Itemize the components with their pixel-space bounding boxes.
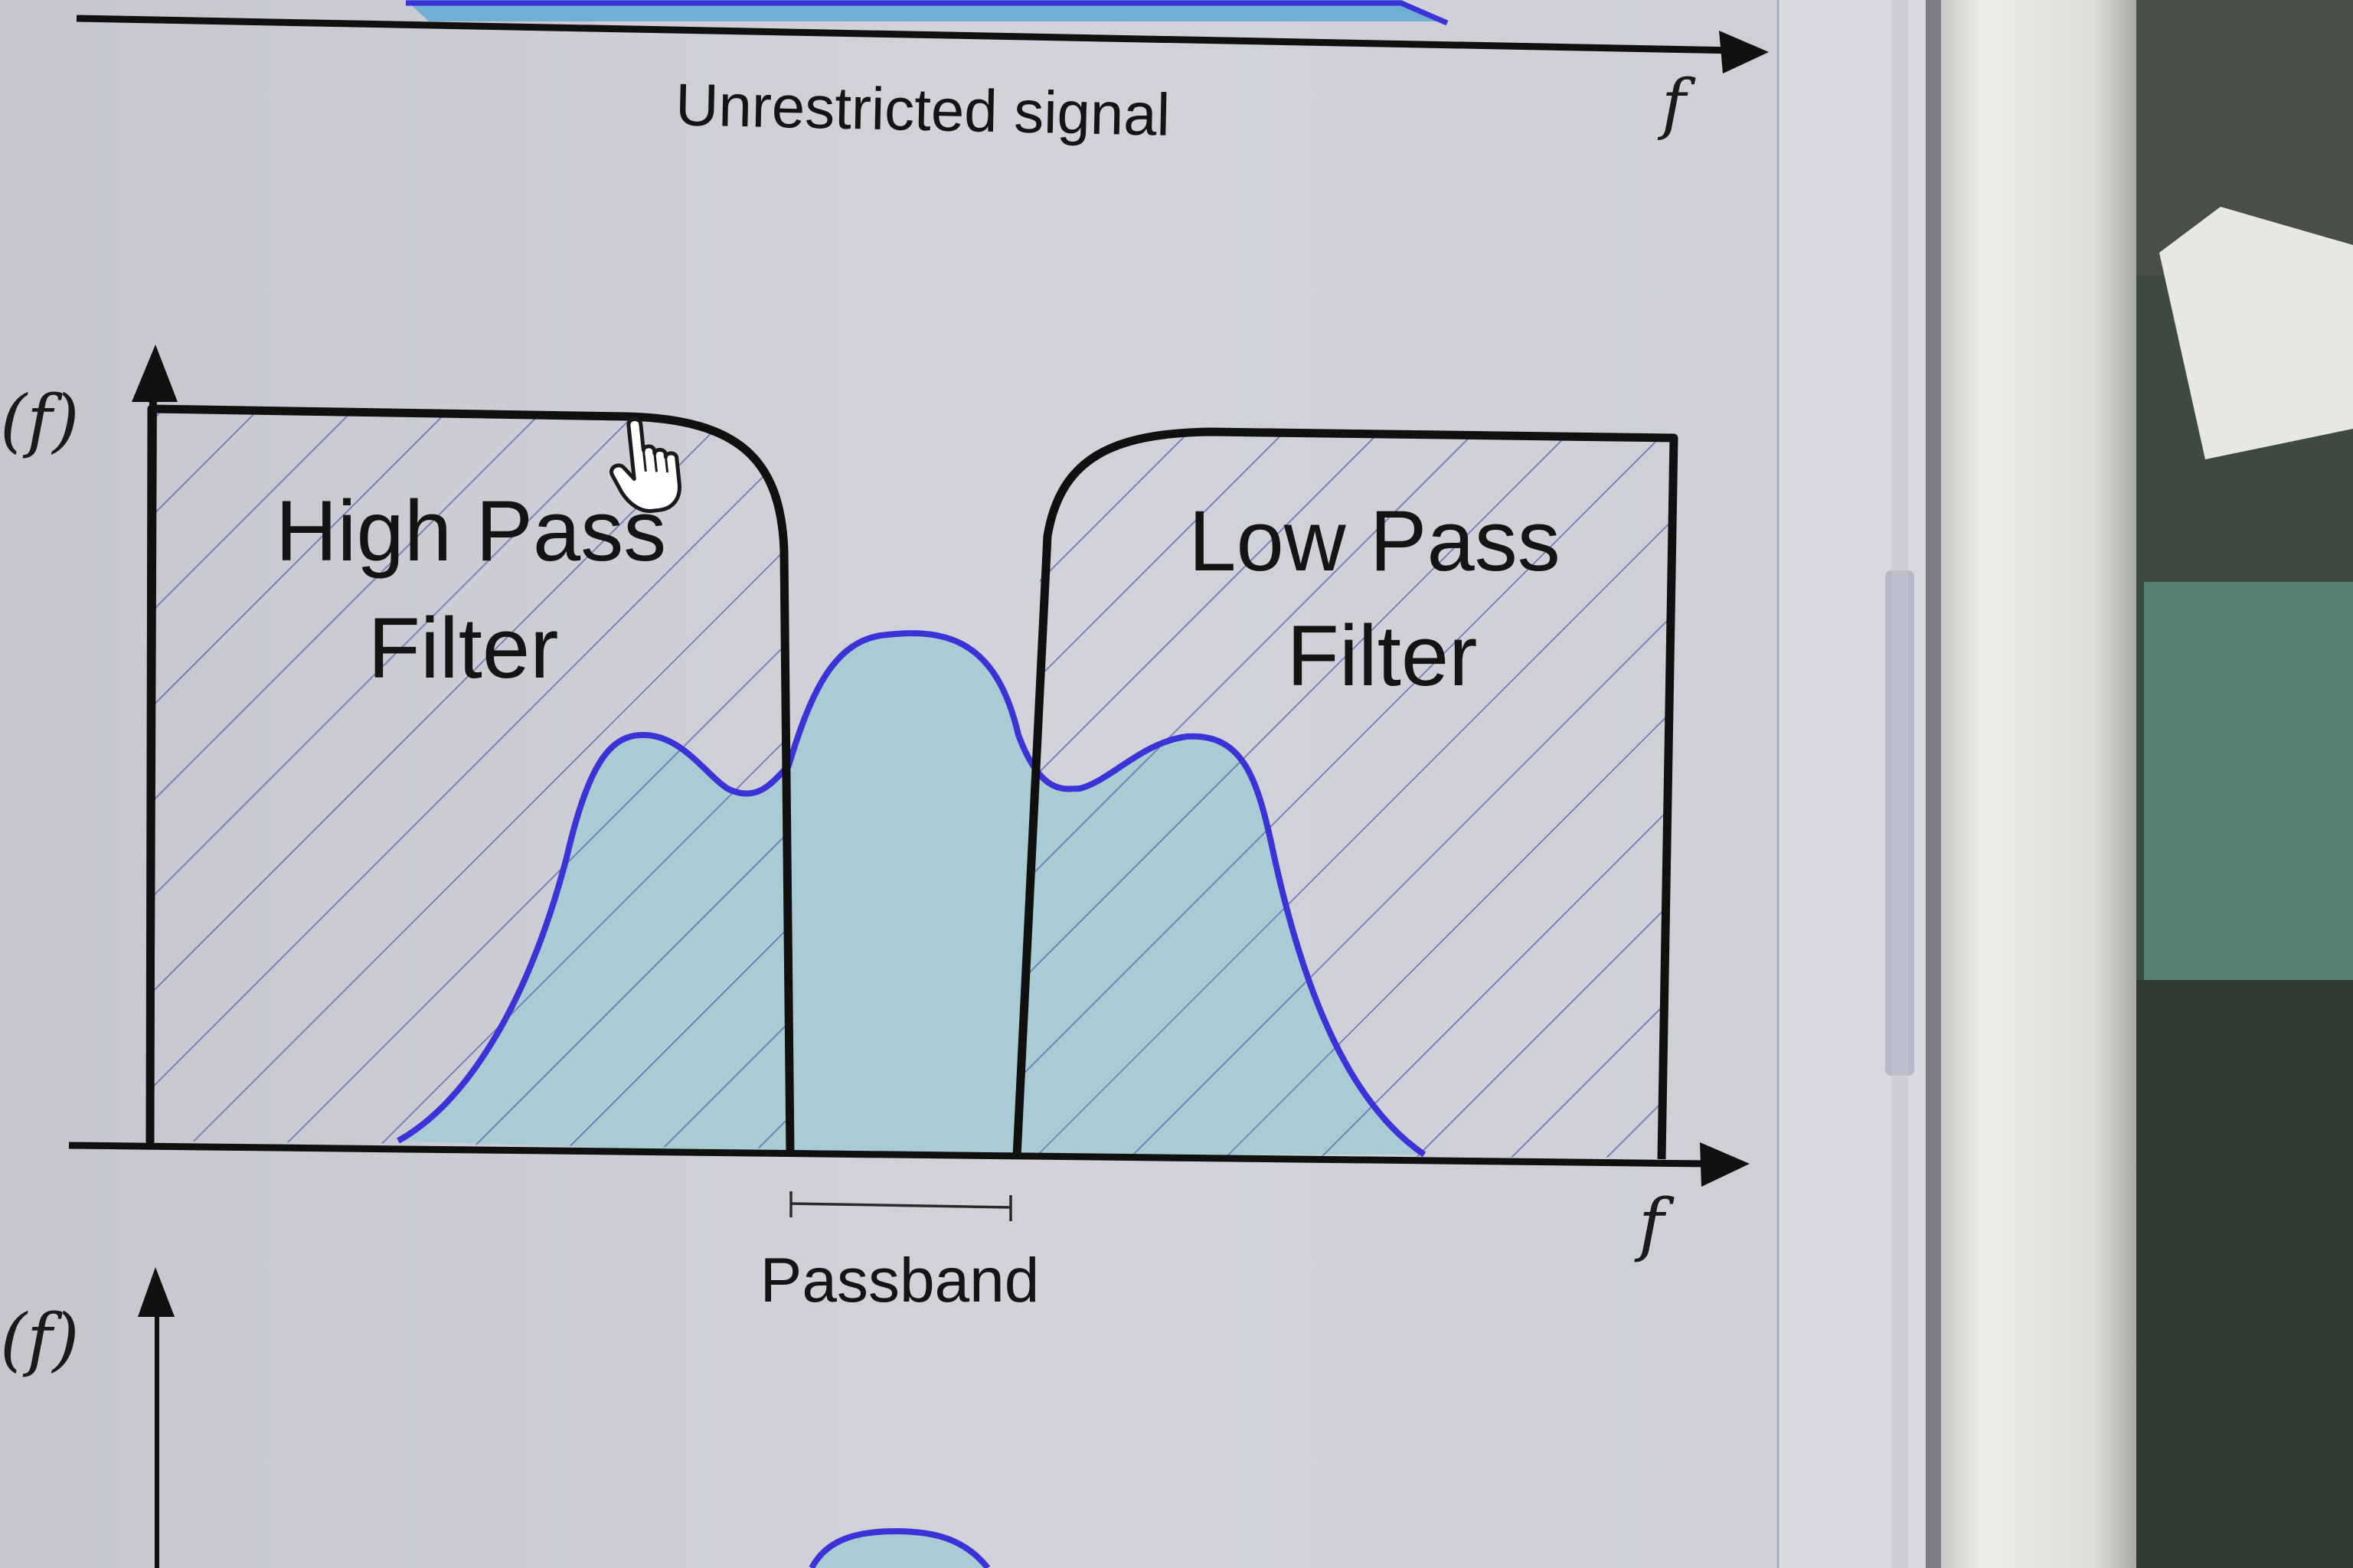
bezel-inner-edge xyxy=(1926,0,1941,1568)
high-pass-label-line2: Filter xyxy=(368,600,559,696)
low-pass-label-line2: Filter xyxy=(1287,608,1478,704)
hand-pointer-icon xyxy=(609,417,681,513)
top-panel: f Unrestricted signal xyxy=(76,0,1769,149)
bottom-y-label: (f) xyxy=(0,1299,80,1380)
middle-y-label: (f) xyxy=(0,381,80,461)
top-panel-caption: Unrestricted signal xyxy=(675,70,1171,149)
low-pass-filter-outline xyxy=(1012,427,1678,1160)
bottom-y-axis-arrow xyxy=(138,1267,175,1317)
passband-label: Passband xyxy=(760,1246,1040,1315)
top-x-axis-arrow xyxy=(1719,31,1769,74)
middle-panel: High Pass Filter Low Pass Filter Passban… xyxy=(0,345,1750,1315)
middle-y-axis-arrow xyxy=(132,345,178,402)
background-paper xyxy=(2159,207,2353,459)
passband-bracket xyxy=(789,1191,1012,1221)
middle-y-axis xyxy=(146,386,157,1149)
high-pass-filter-outline xyxy=(145,404,795,1153)
low-pass-label-line1: Low Pass xyxy=(1188,493,1560,589)
high-pass-stopband-hatch xyxy=(153,413,789,1148)
bottom-signal-curve xyxy=(809,1527,991,1568)
middle-x-axis xyxy=(68,1142,1708,1168)
low-pass-stopband-hatch xyxy=(1018,433,1673,1158)
high-pass-label-line1: High Pass xyxy=(276,483,666,579)
background-shadow xyxy=(2136,980,2353,1568)
signal-spectrum-curve xyxy=(397,630,1427,1158)
top-x-axis xyxy=(76,15,1739,54)
top-signal-curve xyxy=(406,0,1449,26)
scrollbar-rail xyxy=(1891,0,1908,1568)
middle-x-axis-arrow xyxy=(1700,1142,1750,1187)
monitor-bezel xyxy=(1930,0,2136,1568)
background-mat xyxy=(2144,582,2353,980)
bottom-panel: (f) xyxy=(0,1267,991,1568)
